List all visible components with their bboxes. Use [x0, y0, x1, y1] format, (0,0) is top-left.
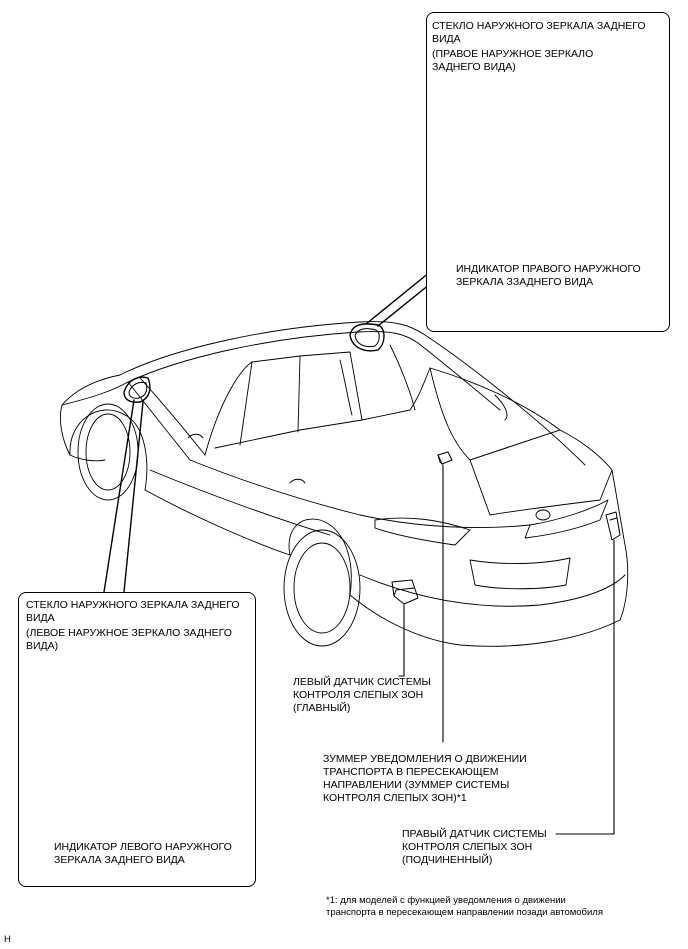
car-outline: [59, 321, 629, 647]
right-sensor-leader: [555, 539, 615, 835]
left-mirror-on-car: [123, 376, 151, 403]
left-sensor-leader: [398, 604, 405, 677]
right-sensor-component: [605, 511, 621, 541]
corner-mark: H: [4, 934, 11, 945]
left-mirror-callout-box: [18, 592, 256, 887]
left-sensor-component: [391, 579, 419, 605]
right-mirror-indicator-label: ИНДИКАТОР ПРАВОГО НАРУЖНОГО ЗЕРКАЛА ЗЗАД…: [456, 263, 641, 288]
left-mirror-callout: [103, 399, 144, 593]
left-mirror-indicator-label: ИНДИКАТОР ЛЕВОГО НАРУЖНОГО ЗЕРКАЛА ЗАДНЕ…: [54, 841, 232, 866]
right-mirror-callout: [365, 271, 431, 327]
right-mirror-glass-label: СТЕКЛО НАРУЖНОГО ЗЕРКАЛА ЗАДНЕГО ВИДА (П…: [432, 20, 646, 73]
right-mirror-callout-box: [426, 12, 670, 332]
right-sensor-label: ПРАВЫЙ ДАТЧИК СИСТЕМЫ КОНТРОЛЯ СЛЕПЫХ ЗО…: [402, 828, 547, 866]
left-mirror-glass-label: СТЕКЛО НАРУЖНОГО ЗЕРКАЛА ЗАДНЕГО ВИДА (Л…: [26, 599, 240, 652]
buzzer-label: ЗУММЕР УВЕДОМЛЕНИЯ О ДВИЖЕНИИ ТРАНСПОРТА…: [323, 753, 527, 804]
right-mirror-on-car: [349, 323, 385, 352]
footnote: *1: для моделей с функцией уведомления о…: [326, 895, 603, 918]
left-sensor-label: ЛЕВЫЙ ДАТЧИК СИСТЕМЫ КОНТРОЛЯ СЛЕПЫХ ЗОН…: [293, 676, 431, 714]
buzzer-component: [437, 451, 453, 465]
